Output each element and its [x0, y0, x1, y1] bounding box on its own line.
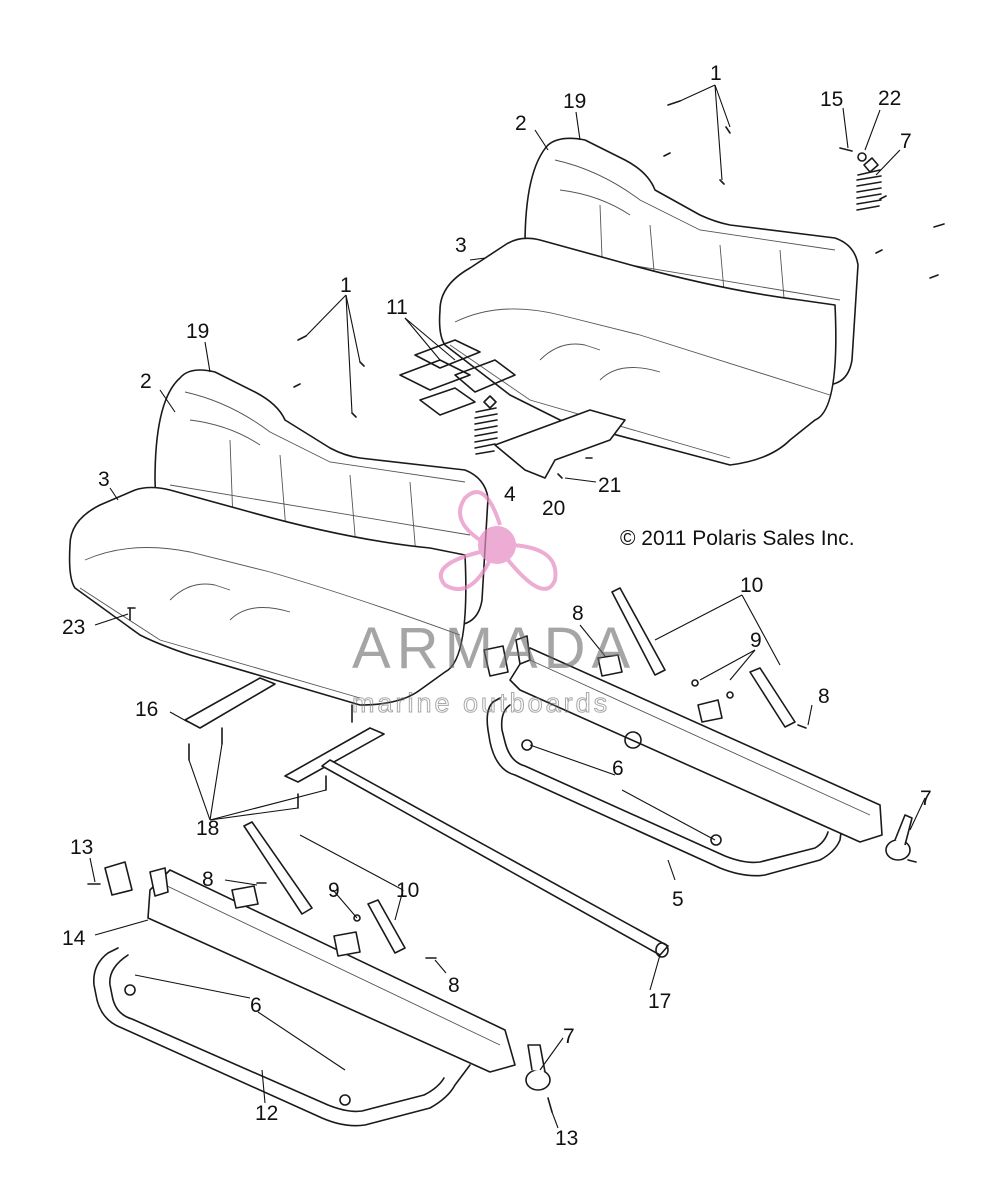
callout-label: 14 — [62, 927, 86, 950]
leader-lines — [89, 84, 926, 1129]
callout-label: 11 — [386, 296, 408, 319]
seatbelt-retractor — [243, 821, 313, 915]
pin-icon — [87, 679, 917, 1113]
callout-label: 23 — [62, 616, 85, 639]
buckle-icon — [697, 699, 723, 723]
mount-brackets — [184, 677, 669, 958]
front-seat-cushion — [68, 486, 467, 706]
callout-label: 21 — [598, 474, 621, 497]
latch-icon — [483, 635, 531, 677]
buckle-icon — [231, 885, 259, 909]
seatbelt-retractor — [611, 587, 666, 676]
callout-label: 18 — [196, 817, 219, 840]
rear-frame-tube — [486, 697, 843, 877]
callout-label: 16 — [135, 698, 158, 721]
callout-label: 2 — [515, 112, 527, 135]
rear-seat-frame — [483, 635, 913, 877]
callout-label: 5 — [672, 888, 684, 911]
bracket-part-4 — [494, 409, 626, 479]
callout-label: 17 — [648, 990, 671, 1013]
hinge-bracket-icon — [525, 1044, 551, 1091]
callout-labels: 1 19 2 3 15 22 7 1 11 19 2 3 21 4 20 10 … — [62, 62, 932, 1150]
propeller-logo-icon — [438, 490, 558, 591]
callout-label: 6 — [612, 757, 624, 780]
spring-bracket-icon — [474, 395, 498, 455]
callout-label: 20 — [542, 497, 565, 520]
callout-label: 3 — [98, 468, 110, 491]
callout-label: 12 — [255, 1102, 278, 1125]
callout-label: 19 — [563, 90, 586, 113]
screw-icon — [127, 100, 945, 723]
mount-bracket-16b — [284, 727, 385, 783]
callout-label: 9 — [328, 879, 340, 902]
hardware-fasteners — [127, 100, 945, 723]
front-seat-assembly — [68, 369, 489, 706]
callout-label: 22 — [878, 87, 901, 110]
callout-label: 1 — [340, 274, 352, 297]
belt-strap — [749, 667, 796, 728]
callout-label: 13 — [70, 836, 93, 859]
callout-label: 6 — [250, 994, 262, 1017]
callout-label: 8 — [202, 868, 214, 891]
latch-icon — [104, 861, 169, 897]
callout-label: 8 — [448, 974, 460, 997]
front-frame-tube — [92, 947, 471, 1127]
callout-label: 7 — [900, 130, 912, 153]
rear-seat-cushion — [438, 237, 837, 466]
callout-label: 7 — [563, 1025, 575, 1048]
rear-seat-assembly — [438, 137, 859, 466]
callout-label: 8 — [818, 685, 830, 708]
callout-label: 4 — [504, 483, 516, 506]
buckle-icon — [597, 654, 623, 677]
callout-label: 3 — [455, 234, 467, 257]
callout-label: 9 — [750, 629, 762, 652]
callout-label: 10 — [740, 574, 763, 597]
callout-label: 1 — [710, 62, 722, 85]
callout-label: 8 — [572, 602, 584, 625]
rear-frame-crossbar — [509, 647, 883, 843]
watermark: ARMADA marine outboards — [352, 490, 636, 719]
mount-bracket-16 — [184, 677, 276, 729]
callout-label: 19 — [186, 320, 209, 343]
watermark-subtitle: marine outboards — [352, 688, 610, 718]
trim-pads — [399, 339, 516, 416]
callout-label: 15 — [820, 88, 843, 111]
hinge-bracket-icon — [885, 814, 913, 861]
copyright-notice: © 2011 Polaris Sales Inc. — [620, 527, 855, 550]
callout-label: 7 — [920, 787, 932, 810]
support-bar-17 — [321, 759, 669, 956]
buckle-icon — [333, 931, 361, 957]
watermark-brand: ARMADA — [352, 616, 636, 681]
belt-strap — [367, 899, 406, 954]
callout-label: 2 — [140, 370, 152, 393]
callout-label: 13 — [555, 1127, 578, 1150]
spring-bracket-icon — [856, 157, 882, 211]
front-seat-frame — [92, 861, 551, 1127]
callout-label: 10 — [396, 879, 419, 902]
seatbelt-parts — [231, 587, 796, 957]
